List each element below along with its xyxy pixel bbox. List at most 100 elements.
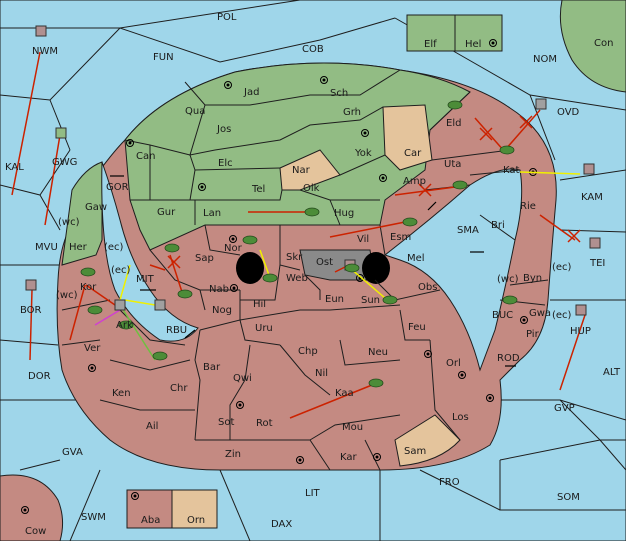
label-ec3: (ec) xyxy=(552,262,572,273)
label-Skr: Skr xyxy=(286,252,303,263)
label-Mel: Mel xyxy=(407,253,425,264)
label-Hel: Hel xyxy=(465,39,481,50)
label-Feu: Feu xyxy=(408,322,426,333)
label-Olk: Olk xyxy=(303,183,320,194)
sea-rbu[interactable] xyxy=(101,161,199,342)
label-Rot: Rot xyxy=(256,418,273,429)
territory-orn[interactable] xyxy=(171,489,218,529)
label-Pir: Pir xyxy=(526,329,540,340)
label-Kor: Kor xyxy=(80,282,97,293)
label-KAM: KAM xyxy=(581,192,603,203)
label-ec2: (ec) xyxy=(111,265,131,276)
label-Ver: Ver xyxy=(84,343,101,354)
label-KAL: KAL xyxy=(5,162,24,173)
label-Con: Con xyxy=(594,38,613,49)
label-Elc: Elc xyxy=(218,158,233,169)
label-Qua: Qua xyxy=(185,106,205,117)
label-Orl: Orl xyxy=(446,358,461,369)
label-Kar: Kar xyxy=(340,452,358,463)
label-Ken: Ken xyxy=(112,388,131,399)
label-BOR: BOR xyxy=(20,305,42,316)
label-Gwa: Gwa xyxy=(529,308,551,319)
label-Ost: Ost xyxy=(316,257,333,268)
label-Esm: Esm xyxy=(390,232,411,243)
territory-elf[interactable] xyxy=(406,14,456,52)
label-Elf: Elf xyxy=(424,39,437,50)
territory-sam[interactable] xyxy=(394,414,461,467)
label-Sch: Sch xyxy=(330,88,348,99)
territory-nar[interactable] xyxy=(279,149,341,191)
label-TEI: TEI xyxy=(589,258,605,269)
label-OVD: OVD xyxy=(557,107,580,118)
territory-cow[interactable] xyxy=(0,474,64,541)
label-ec1: (ec) xyxy=(104,242,124,253)
label-Web: Web xyxy=(286,273,308,284)
label-GVP: GVP xyxy=(554,403,575,414)
label-SMA: SMA xyxy=(457,225,479,236)
label-LIT: LIT xyxy=(305,488,321,499)
label-Byn: Byn xyxy=(523,273,542,284)
label-wc3: (wc) xyxy=(497,274,519,285)
label-Tel: Tel xyxy=(251,184,265,195)
label-Rie: Rie xyxy=(520,201,536,212)
territory-car[interactable] xyxy=(382,104,433,171)
label-HUP: HUP xyxy=(570,326,591,337)
label-Kat: Kat xyxy=(503,165,520,176)
label-Qwi: Qwi xyxy=(233,373,252,384)
label-Eun: Eun xyxy=(325,294,344,305)
label-Grh: Grh xyxy=(343,107,361,118)
label-Mou: Mou xyxy=(342,422,363,433)
label-SWM: SWM xyxy=(81,512,106,523)
label-Sun: Sun xyxy=(361,295,380,306)
label-ALT: ALT xyxy=(603,367,621,378)
label-Obs: Obs xyxy=(418,282,437,293)
label-Gur: Gur xyxy=(157,207,176,218)
label-RBU: RBU xyxy=(166,325,187,336)
label-Bar: Bar xyxy=(203,362,221,373)
label-Jad: Jad xyxy=(243,87,259,98)
label-DAX: DAX xyxy=(271,519,292,530)
label-Aba: Aba xyxy=(141,515,160,526)
label-Cow: Cow xyxy=(25,526,46,537)
sea-sma[interactable] xyxy=(383,168,523,372)
label-Lan: Lan xyxy=(203,208,221,219)
label-Nar: Nar xyxy=(292,165,311,176)
label-Ark: Ark xyxy=(116,320,133,331)
blocked-marker-west xyxy=(236,252,264,284)
label-Vil: Vil xyxy=(357,234,369,245)
label-Los: Los xyxy=(452,412,469,423)
label-Sap: Sap xyxy=(195,253,214,264)
label-Nab: Nab xyxy=(209,284,229,295)
label-FUN: FUN xyxy=(153,52,174,63)
label-wc1: (wc) xyxy=(58,217,80,228)
label-Hug: Hug xyxy=(334,208,354,219)
label-Orn: Orn xyxy=(187,515,205,526)
label-Nil: Nil xyxy=(315,368,328,379)
label-Kaa: Kaa xyxy=(335,388,354,399)
label-Chp: Chp xyxy=(298,346,318,357)
label-Sam: Sam xyxy=(404,446,426,457)
label-Chr: Chr xyxy=(170,383,188,394)
label-Zin: Zin xyxy=(225,449,241,460)
label-Ail: Ail xyxy=(146,421,158,432)
label-Her: Her xyxy=(69,242,88,253)
label-Gaw: Gaw xyxy=(85,202,107,213)
label-wc2: (wc) xyxy=(56,290,78,301)
label-Uta: Uta xyxy=(444,159,461,170)
supply-centers xyxy=(21,39,537,514)
label-ROD: ROD xyxy=(497,353,520,364)
strait-markers xyxy=(110,175,516,367)
label-Sot: Sot xyxy=(218,417,234,428)
label-Yok: Yok xyxy=(354,148,372,159)
label-Nor: Nor xyxy=(224,243,243,254)
label-Car: Car xyxy=(404,148,422,159)
label-Amp: Amp xyxy=(403,176,426,187)
move-orders xyxy=(11,51,586,419)
label-Neu: Neu xyxy=(368,347,388,358)
label-POL: POL xyxy=(217,12,237,23)
territory-hel[interactable] xyxy=(454,14,503,52)
support-orders xyxy=(119,171,581,306)
label-Jos: Jos xyxy=(216,124,231,135)
territory-con[interactable] xyxy=(559,0,626,93)
